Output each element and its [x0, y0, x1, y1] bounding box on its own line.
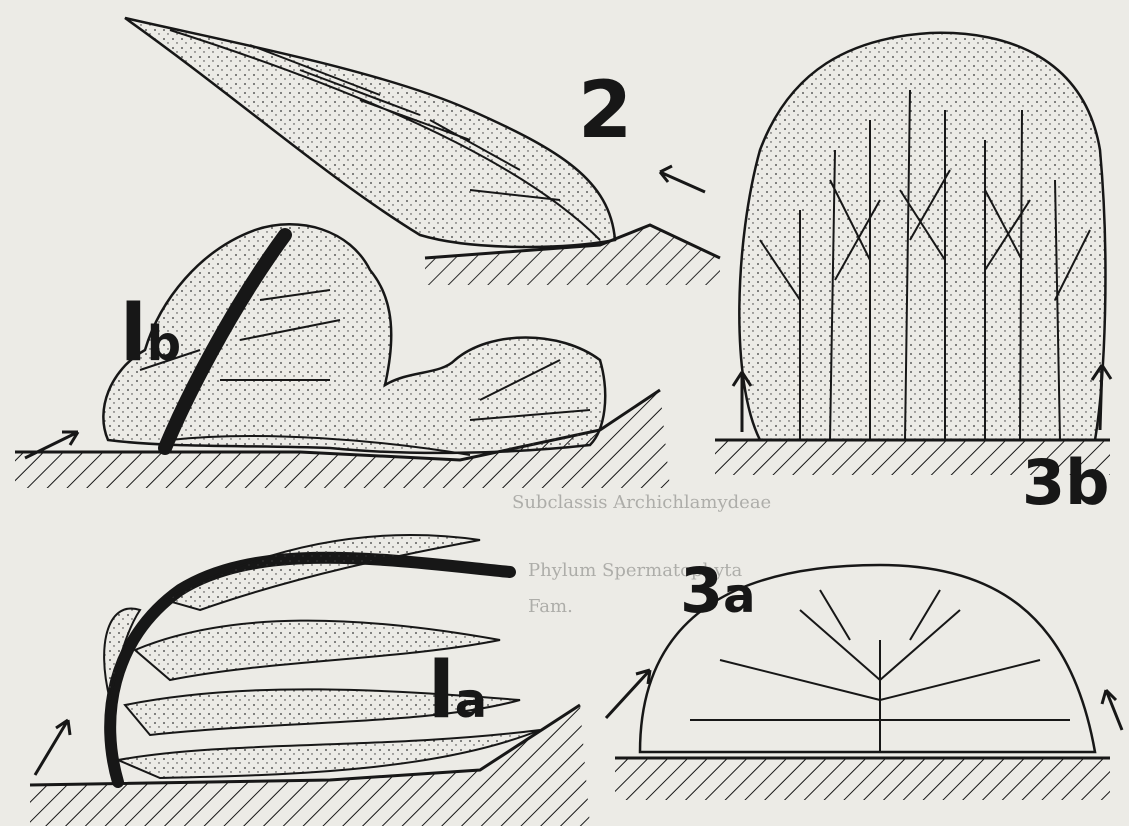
figure-3a-ground-hatch: [615, 758, 1110, 800]
label-figure-1b: lb: [120, 295, 181, 373]
wind-arrow-icon: [660, 166, 705, 192]
figure-1a-branch-5: [104, 608, 140, 700]
label-figure-2-text: 2: [578, 66, 632, 156]
figure-1a-flagged-tree: [30, 535, 590, 826]
label-figure-1a-sub: a: [455, 673, 487, 729]
label-figure-3a: 3a: [680, 560, 756, 622]
label-figure-2: 2: [578, 72, 632, 150]
label-figure-1a: la: [428, 652, 487, 730]
label-figure-3a-main: 3: [680, 554, 723, 627]
label-figure-3a-sub: a: [723, 568, 755, 624]
figure-2-canopy: [125, 18, 615, 247]
label-figure-1b-sub: b: [147, 316, 181, 372]
label-figure-3b-text: 3b: [1022, 446, 1110, 519]
label-figure-3b: 3b: [1022, 452, 1110, 514]
figure-3b-forest-stand: [715, 33, 1111, 475]
wind-arrow-icon: [1102, 690, 1122, 730]
figure-3b-canopy: [739, 33, 1105, 440]
wind-arrow-icon: [35, 720, 70, 775]
label-figure-1b-main: l: [120, 289, 147, 379]
label-figure-1a-main: l: [428, 646, 455, 736]
